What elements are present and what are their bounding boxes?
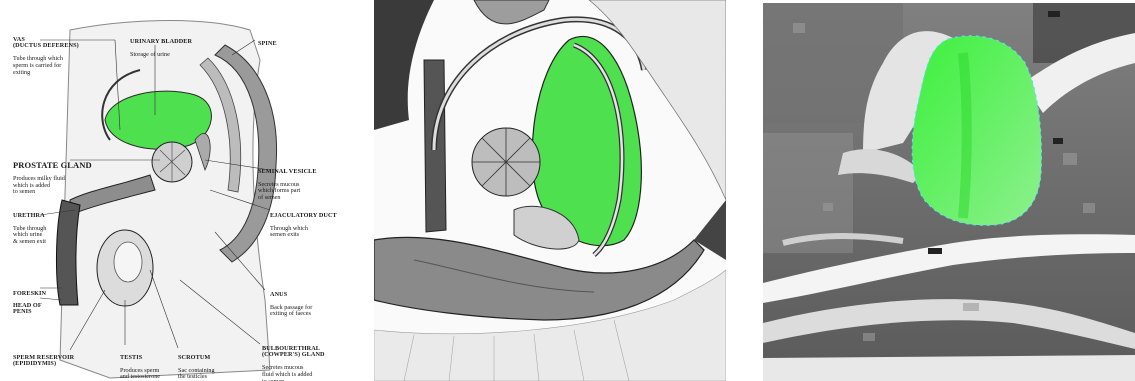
label-prostate-title: PROSTATE GLAND xyxy=(13,161,92,170)
label-spine: SPINE xyxy=(258,34,277,54)
zoomed-illustration-panel xyxy=(374,0,726,381)
label-ejaculatory-title: EJACULATORY DUCT xyxy=(270,213,337,220)
label-bulbourethral: BULBOURETHRAL (COWPER'S) GLAND Secretes … xyxy=(262,339,325,381)
label-testis-desc: Produces sperm and testosterone xyxy=(120,368,160,381)
label-anus-desc: Back passage for exiting of faeces xyxy=(270,305,312,318)
label-urethra-desc: Tube through which urine & semen exit xyxy=(13,226,46,246)
label-bladder-desc: Storage of urine xyxy=(130,52,192,59)
ct-scan-panel xyxy=(763,3,1135,381)
label-vas-desc: Tube through which sperm is carried for … xyxy=(13,56,79,76)
label-testis-title: TESTIS xyxy=(120,355,160,362)
label-seminal-desc: Secretes mucous which forms part of seme… xyxy=(258,182,317,202)
label-sperm-reservoir: SPERM RESERVOIR (EPIDIDYMIS) xyxy=(13,348,74,374)
anatomy-diagram-panel: VAS (DUCTUS DEFERENS) Tube through which… xyxy=(0,0,368,381)
label-prostate: PROSTATE GLAND Produces milky fluid whic… xyxy=(13,154,92,203)
label-bulbo-desc: Secretes mucous fluid which is added to … xyxy=(262,365,325,381)
prostate-segmentation-mask xyxy=(912,36,1041,225)
label-reservoir-title: SPERM RESERVOIR (EPIDIDYMIS) xyxy=(13,355,74,368)
label-bladder: URINARY BLADDER Storage of urine xyxy=(130,32,192,65)
label-bladder-title: URINARY BLADDER xyxy=(130,39,192,46)
label-testis: TESTIS Produces sperm and testosterone xyxy=(120,348,160,381)
ct-scan-image xyxy=(763,3,1135,381)
label-scrotum-title: SCROTUM xyxy=(178,355,215,362)
label-ejaculatory-duct: EJACULATORY DUCT Through which semen exi… xyxy=(270,206,337,246)
label-scrotum-desc: Sac containing the testicles xyxy=(178,368,215,381)
zoomed-illustration xyxy=(374,0,726,381)
label-vas-title: VAS (DUCTUS DEFERENS) xyxy=(13,37,79,50)
label-seminal-title: SEMINAL VESICLE xyxy=(258,169,317,176)
label-seminal-vesicle: SEMINAL VESICLE Secretes mucous which fo… xyxy=(258,162,317,208)
label-spine-title: SPINE xyxy=(258,41,277,48)
label-anus: ANUS Back passage for exiting of faeces xyxy=(270,285,312,325)
label-prostate-desc: Produces milky fluid which is added to s… xyxy=(13,176,92,196)
label-vas: VAS (DUCTUS DEFERENS) Tube through which… xyxy=(13,30,79,83)
label-anus-title: ANUS xyxy=(270,292,312,299)
label-urethra-title: URETHRA xyxy=(13,213,46,220)
label-urethra: URETHRA Tube through which urine & semen… xyxy=(13,206,46,252)
label-bulbo-title: BULBOURETHRAL (COWPER'S) GLAND xyxy=(262,346,325,359)
label-scrotum: SCROTUM Sac containing the testicles xyxy=(178,348,215,381)
label-head-title: HEAD OF PENIS xyxy=(13,303,42,316)
label-ejaculatory-desc: Through which semen exits xyxy=(270,226,337,239)
label-head-of-penis: HEAD OF PENIS xyxy=(13,296,42,322)
